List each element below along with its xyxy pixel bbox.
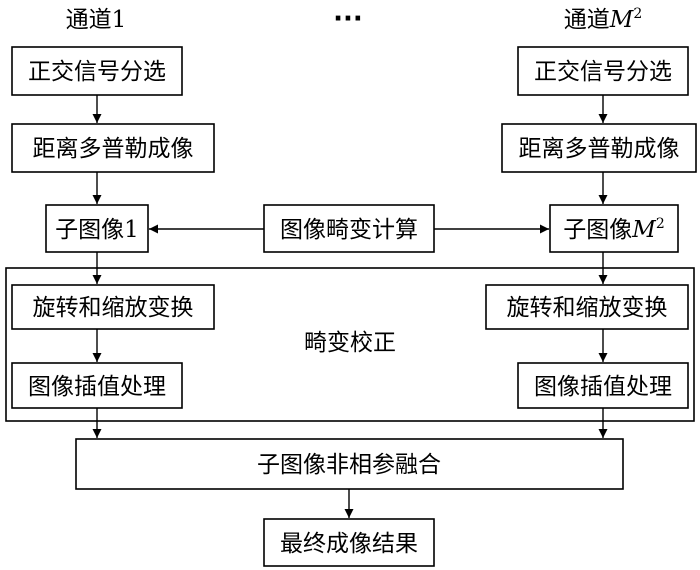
right-range-doppler-label: 距离多普勒成像 <box>519 136 680 162</box>
final-result-label: 最终成像结果 <box>280 531 418 557</box>
left-interpolation-label: 图像插值处理 <box>28 374 166 400</box>
right-rotate-scale-label: 旋转和缩放变换 <box>507 295 668 321</box>
ellipsis-separator: ··· <box>333 4 363 34</box>
right-subimage-box <box>549 204 679 253</box>
right-channel-header-var: M <box>609 7 635 33</box>
final-result-box <box>263 518 435 567</box>
right-subimage-exp: 2 <box>656 216 665 232</box>
left-range-doppler-label: 距离多普勒成像 <box>33 136 194 162</box>
right-subimage-label: 子图像M2 <box>563 216 664 243</box>
distortion-correction-group <box>5 267 695 422</box>
right-interpolation-label: 图像插值处理 <box>534 374 672 400</box>
right-subimage-prefix: 子图像 <box>563 217 632 243</box>
left-quadrature-separation-label: 正交信号分选 <box>28 59 166 85</box>
left-rotate-scale-label: 旋转和缩放变换 <box>33 295 194 321</box>
right-interpolation-box <box>517 362 689 409</box>
right-quadrature-separation-label: 正交信号分选 <box>534 59 672 85</box>
subimage-fusion-label: 子图像非相参融合 <box>257 452 441 478</box>
subimage-fusion-box <box>75 438 624 490</box>
right-rotate-scale-box <box>485 284 689 330</box>
distortion-correction-label: 畸变校正 <box>304 330 396 356</box>
left-subimage-label: 子图像1 <box>55 217 139 243</box>
right-channel-header: 通道M2 <box>564 6 642 33</box>
right-subimage-var: M <box>631 217 657 243</box>
right-quadrature-separation-box <box>517 46 689 96</box>
right-channel-header-prefix: 通道 <box>564 7 610 33</box>
left-range-doppler-box <box>11 123 215 173</box>
left-channel-header: 通道1 <box>66 7 127 33</box>
right-range-doppler-box <box>501 123 697 173</box>
right-channel-header-exp: 2 <box>633 6 642 22</box>
left-quadrature-separation-box <box>11 46 183 96</box>
distortion-calc-label: 图像畸变计算 <box>280 217 418 243</box>
left-rotate-scale-box <box>11 284 215 330</box>
